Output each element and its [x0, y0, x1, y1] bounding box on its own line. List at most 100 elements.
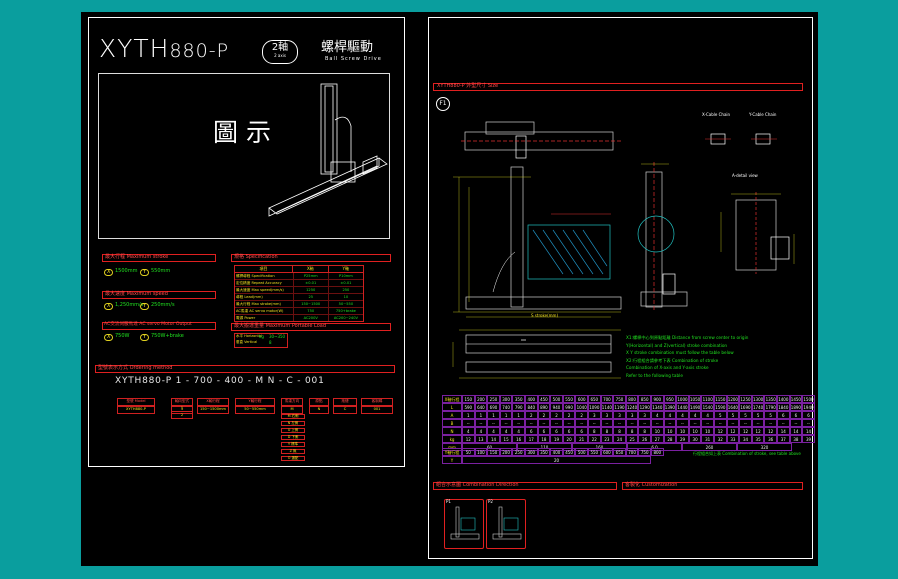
stroke-x-cell: 4 — [462, 427, 475, 435]
combination-thumb-2[interactable] — [486, 499, 526, 549]
stroke-x-cell: 1640 — [726, 403, 740, 411]
spec-cell: 1250 — [294, 287, 329, 293]
order-box-value: 50~550mm — [235, 406, 275, 414]
spec-cell: 25 — [294, 294, 329, 300]
stroke-y-head-cell: 700 — [625, 448, 639, 456]
stroke-x-cell: 2 — [550, 411, 563, 419]
stroke-x-cell: -- — [777, 419, 790, 427]
stroke-x-cell: -- — [789, 419, 803, 427]
stroke-x-cell: -- — [474, 419, 488, 427]
stroke-x-cell: 24 — [613, 435, 626, 443]
stroke-x-head-cell: 550 — [562, 395, 576, 403]
stroke-x-cell: 13 — [474, 435, 488, 443]
stroke-x-cell: -- — [739, 419, 752, 427]
stroke-y-head-cell: 250 — [512, 448, 525, 456]
combination-thumb-1[interactable] — [444, 499, 484, 549]
stroke-y-head-cell: 750 — [638, 448, 651, 456]
stroke-x-extra-cell: 110 — [517, 443, 572, 451]
spec-cell: ±0.01 — [340, 281, 352, 285]
speed-header — [102, 291, 216, 299]
drawing-circle-label: F1 — [436, 97, 450, 111]
stroke-y-head-cell: 150 — [487, 448, 500, 456]
stroke-y-head-cell: 50 — [462, 448, 475, 456]
stroke-x-cell: 12 — [462, 435, 475, 443]
motor-option: Z 無 — [281, 449, 305, 455]
stroke-x-cell: A — [442, 411, 462, 419]
stroke-x-head-cell: 750 — [613, 395, 626, 403]
spec-title: 規格 Specification — [234, 254, 278, 260]
spec-cell: P25mm — [294, 273, 329, 279]
stroke-x-cell: 890 — [537, 403, 551, 411]
stroke-x-cell: 1 — [474, 411, 488, 419]
stroke-y-cell: Y — [442, 456, 462, 464]
stroke-x-cell: L — [442, 403, 462, 411]
stroke-x-cell: 31 — [701, 435, 714, 443]
spec-cell: 150~1500 — [294, 301, 329, 307]
spec-cell: 最大行程 Max stroke(mm) — [235, 301, 294, 307]
stroke-x-cell: 3 — [588, 411, 601, 419]
stroke-x-cell: 1840 — [777, 403, 790, 411]
load-value: 30~350 — [269, 334, 286, 339]
stroke-x-cell: 20 — [562, 435, 576, 443]
spec-header-cell: 項目 — [235, 266, 294, 272]
stroke-x-head-cell: 400 — [525, 395, 538, 403]
stroke-x-cell: 23 — [600, 435, 614, 443]
stroke-x-cell: 1 — [499, 411, 513, 419]
stroke-x-cell: 1590 — [714, 403, 727, 411]
stroke-x-cell: 1040 — [575, 403, 588, 411]
stroke-y-head-cell: 100 — [474, 448, 488, 456]
stroke-x-cell: 4 — [512, 427, 525, 435]
stroke-x-cell: 12 — [726, 427, 740, 435]
stroke-x-cell: 12 — [739, 427, 752, 435]
stroke-x-cell: 5 — [751, 411, 765, 419]
stroke-x-cell: 6 — [537, 427, 551, 435]
stroke-y-head-cell: 450 — [562, 448, 576, 456]
spec-cell: 導程 Lead(mm) — [235, 294, 294, 300]
order-box-label: 原點 — [309, 398, 329, 406]
stroke-y-cell: 20 — [462, 456, 651, 464]
order-box-value: C — [333, 406, 357, 414]
motor-y-value: 750W+brake — [151, 333, 184, 339]
order-box-label: X軸行程 — [197, 398, 229, 406]
stroke-x-cell: 2 — [525, 411, 538, 419]
stroke-x-head-cell: 950 — [663, 395, 677, 403]
stroke-x-cell: 6 — [802, 411, 815, 419]
stroke-x-cell: 590 — [462, 403, 475, 411]
stroke-x-cell: 19 — [550, 435, 563, 443]
stroke-x-cell: -- — [726, 419, 740, 427]
stroke-x-cell: 8 — [613, 427, 626, 435]
stroke-x-cell: 740 — [499, 403, 513, 411]
stroke-x-head-cell: 1350 — [764, 395, 777, 403]
stroke-x-cell: 6 — [789, 411, 803, 419]
order-box-label: 軸向型式 — [171, 398, 193, 406]
stroke-x-head-cell: 1200 — [726, 395, 740, 403]
stroke-x-cell: -- — [751, 419, 765, 427]
note-line: X1:螺桿中心到原點距離 Distance from screw center … — [626, 335, 749, 340]
stroke-x-head-cell: 200 — [474, 395, 488, 403]
order-box-value: 150~1500mm — [197, 406, 229, 414]
stroke-x-cell: 1390 — [663, 403, 677, 411]
stroke-x-head-cell: 1450 — [789, 395, 803, 403]
stroke-y-tag: Y — [140, 269, 150, 276]
stroke-y-head-cell: 600 — [600, 448, 614, 456]
stroke-x-head-cell: 700 — [600, 395, 614, 403]
stroke-x-cell: 37 — [777, 435, 790, 443]
stroke-y-head-cell: 400 — [550, 448, 563, 456]
stroke-x-cell: 6 — [562, 427, 576, 435]
stroke-x-cell: 940 — [550, 403, 563, 411]
order-sub-option: 2 — [171, 413, 193, 419]
stroke-x-cell: -- — [802, 419, 815, 427]
model-title: XYTH880-P — [99, 36, 229, 61]
stroke-x-cell: 10 — [663, 427, 677, 435]
order-box-label: 客制碼 — [361, 398, 393, 406]
stroke-x-cell: 3 — [625, 411, 639, 419]
order-title: 型號表示方式 Ordering method — [98, 365, 173, 371]
drawing-sheet: XYTH880-P 2軸 2 axis 螺桿驅動 Ball Screw Driv… — [81, 12, 818, 566]
motor-option: M 右側 — [281, 414, 305, 420]
stroke-x-cell: 1740 — [751, 403, 765, 411]
stroke-x-cell: 3 — [600, 411, 614, 419]
stroke-x-cell: 4 — [663, 411, 677, 419]
order-sub-option: 1 — [171, 406, 193, 412]
